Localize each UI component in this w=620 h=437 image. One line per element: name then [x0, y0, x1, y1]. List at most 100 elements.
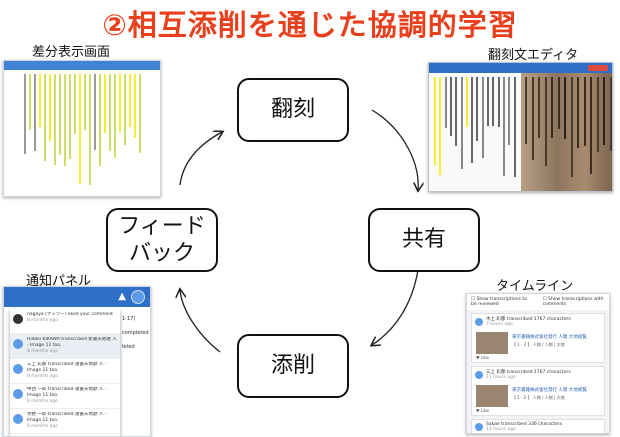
notification-time: 8 months ago [27, 349, 59, 354]
text-column [109, 74, 111, 152]
background-text-line: completed [122, 330, 149, 336]
card-user: 木上 彩都 transcribed 1767 characters [486, 317, 571, 322]
document-thumbnail [476, 332, 508, 354]
arrow-correct-to-feedback [180, 290, 221, 353]
text-column [525, 77, 527, 145]
like-button: ♥ Like [476, 355, 489, 360]
notification-item: Hideki KIKAWA transcribed 新書天地歌 人 - Imag… [10, 334, 120, 359]
text-column [492, 77, 495, 127]
card-meta: 【 1 - 2 】 人物 / 人物 | 大地 [512, 395, 565, 400]
editor-screenshot [428, 62, 613, 192]
card-document-link: 東京書籍株式會社發行 人間 大地総覧 [512, 335, 587, 340]
text-column [49, 74, 51, 141]
text-column [449, 77, 452, 137]
text-column [476, 77, 479, 142]
text-column [124, 74, 126, 146]
user-avatar-icon [13, 364, 23, 374]
text-column [444, 77, 447, 129]
filter-review-label: Show transcriptions to be reviewed [471, 297, 527, 307]
node-feedback: フィード バック [106, 208, 218, 272]
text-column [99, 74, 101, 167]
user-avatar-icon [13, 339, 23, 349]
text-column [609, 77, 612, 151]
text-column [481, 77, 484, 158]
notification-background-text: 1-17) completed leted [122, 315, 149, 351]
node-correct-label: 添削 [270, 353, 315, 379]
text-column [139, 74, 141, 154]
node-share: 共有 [368, 208, 480, 272]
diff-view-screenshot [3, 60, 161, 197]
text-column [465, 77, 468, 128]
avatar [131, 290, 145, 304]
card-time: 12 hours ago [486, 427, 516, 432]
notification-time: 8 months ago [27, 424, 59, 429]
slide-title: ②相互添削を通じた協調的学習 [102, 8, 518, 42]
diff-view-caption: 差分表示画面 [32, 45, 111, 60]
text-column [487, 77, 489, 127]
background-text-line: 1-17) [122, 316, 136, 322]
timeline-filters: ☐ Show transcriptions to be reviewed ☐ S… [467, 294, 609, 310]
node-share-label: 共有 [401, 227, 446, 253]
filter-comments-label: Show transcriptions with comments [542, 297, 604, 307]
notification-item: 中西 一郎 transcribed 諸書天地歌 人 - Image 11 too… [10, 384, 120, 409]
card-user: Sakae transcribed 336 characters [486, 422, 563, 427]
user-avatar-icon [475, 370, 483, 379]
card-time: 11 hours ago [486, 375, 516, 380]
text-column [460, 77, 463, 169]
text-column [531, 77, 534, 160]
notification-text: Hideki KIKAWA transcribed 新書天地歌 人 - Imag… [27, 337, 117, 348]
text-column [44, 74, 46, 161]
like-label: Like [480, 355, 489, 360]
editor-caption: 翻刻文エディタ [488, 48, 579, 63]
text-column [59, 74, 61, 155]
text-column [471, 77, 474, 164]
user-avatar-icon [13, 414, 23, 424]
card-meta: 【 1 - 2 】 人物 / 人物 | 大地 [512, 342, 565, 347]
card-user: 三上 彩都 transcribed 1767 characters [486, 370, 571, 375]
notification-text: 三上 彩都 transcribed 諸書天地歌 人 - Image 11 too… [27, 362, 107, 373]
text-column [502, 77, 505, 177]
text-column [94, 74, 96, 150]
text-column [603, 77, 605, 146]
background-text-line: leted [122, 344, 135, 350]
notification-panel-caption: 通知パネル [26, 274, 92, 289]
notification-time: 8 months ago [27, 399, 59, 404]
diff-columns [4, 70, 160, 196]
document-thumbnail [476, 385, 508, 407]
text-column [557, 77, 560, 130]
bell-icon: ▲ [118, 291, 126, 302]
text-column [24, 74, 26, 155]
editor-image-pane [521, 73, 612, 191]
notification-item: 水野 一郎 transcribed 諸書天地歌 人 - Image 11 too… [10, 409, 120, 434]
node-feedback-label-line2: バック [128, 241, 195, 266]
node-transcribe: 翻刻 [237, 78, 349, 142]
notification-panel-screenshot: ▲ 1-17) completed leted nagaya (ナッツー) li… [3, 286, 151, 437]
filter-review: ☐ Show transcriptions to be reviewed [471, 297, 527, 307]
like-label: Like [480, 408, 489, 413]
notification-text: nagaya (ナッツー) liked your comment [27, 312, 113, 317]
text-column [439, 77, 442, 175]
text-column [129, 74, 131, 128]
text-column [119, 74, 121, 133]
node-correct: 添削 [237, 334, 349, 398]
notification-menu: nagaya (ナッツー) liked your comment 8 months… [10, 309, 120, 436]
text-column [69, 74, 71, 159]
arrow-translate-to-share [371, 109, 418, 190]
text-column [64, 74, 66, 167]
arrow-feedback-to-translate [179, 132, 222, 186]
text-column [89, 74, 91, 186]
text-column [513, 77, 516, 177]
arrow-share-to-correct [372, 269, 419, 345]
text-column [564, 77, 566, 140]
text-column [583, 77, 586, 146]
text-column [570, 77, 573, 177]
editor-titlebar [429, 63, 612, 73]
editor-text-pane [429, 73, 521, 191]
text-column [590, 77, 592, 175]
user-avatar-icon [13, 389, 23, 399]
text-column [79, 74, 81, 184]
